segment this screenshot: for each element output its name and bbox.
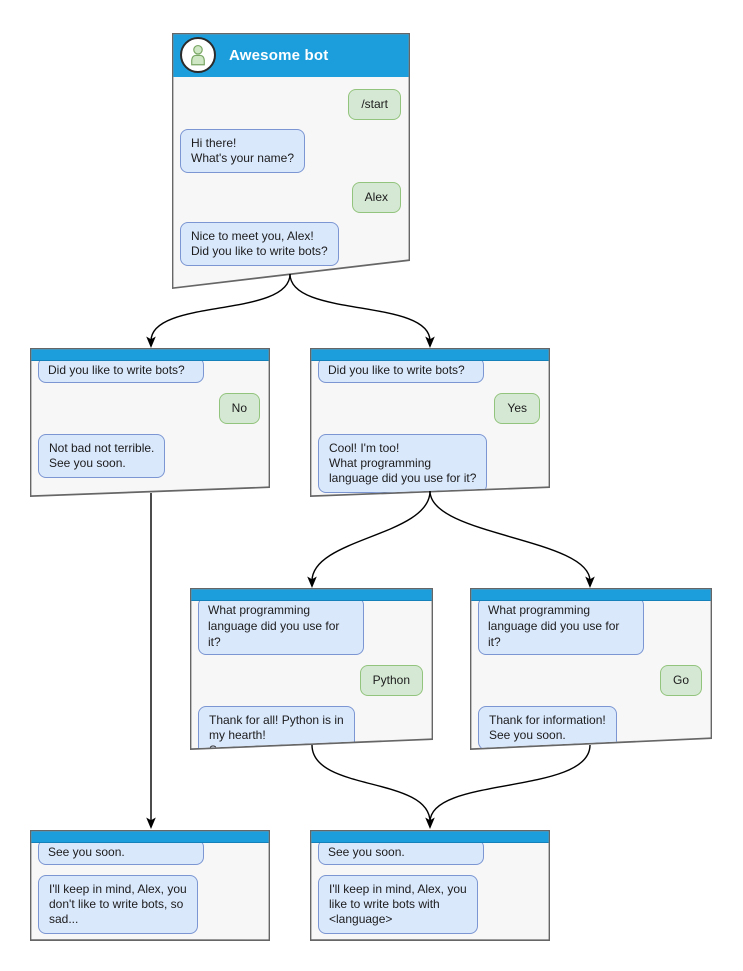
chat-header bbox=[310, 830, 550, 843]
bot-message-bubble: Did you like to write bots? bbox=[318, 357, 484, 383]
chat-node-branch-no: Did you like to write bots? No Not bad n… bbox=[30, 348, 270, 497]
bot-avatar-icon bbox=[180, 37, 216, 73]
user-message-bubble: Yes bbox=[494, 393, 540, 424]
chat-header bbox=[190, 588, 433, 601]
user-message-bubble: Alex bbox=[352, 182, 401, 213]
edge-start-to-yes bbox=[289, 273, 431, 342]
chat-title: Awesome bot bbox=[229, 46, 329, 64]
bot-message-bubble: What programming language did you use fo… bbox=[478, 597, 644, 655]
bot-message-bubble: Hi there! What's your name? bbox=[180, 129, 305, 173]
chat-node-lang-python: What programming language did you use fo… bbox=[190, 588, 433, 750]
chat-node-branch-yes: Did you like to write bots? Yes Cool! I'… bbox=[310, 348, 550, 497]
user-message-bubble: No bbox=[219, 393, 260, 424]
edge-start-to-no bbox=[150, 273, 291, 342]
bot-message-bubble: I'll keep in mind, Alex, you like to wri… bbox=[318, 875, 478, 934]
edge-yes-to-go bbox=[429, 490, 591, 582]
chat-header bbox=[30, 348, 270, 361]
bot-message-bubble: Did you like to write bots? bbox=[38, 357, 204, 383]
bot-message-bubble: Nice to meet you, Alex! Did you like to … bbox=[180, 222, 339, 266]
chat-header bbox=[30, 830, 270, 843]
edge-yes-to-python bbox=[311, 490, 431, 582]
bot-message-bubble: Thank for all! Python is in my hearth! S… bbox=[198, 706, 355, 765]
bot-message-bubble: Not bad not terrible. See you soon. bbox=[38, 434, 165, 478]
edge-python-to-end bbox=[311, 744, 431, 823]
chat-header bbox=[470, 588, 712, 601]
user-message-bubble: Python bbox=[360, 665, 423, 696]
bot-message-bubble: See you soon. bbox=[38, 839, 204, 865]
bot-message-bubble: I'll keep in mind, Alex, you don't like … bbox=[38, 875, 198, 934]
bot-message-bubble: Thank for information! See you soon. bbox=[478, 706, 617, 750]
bot-message-bubble: What programming language did you use fo… bbox=[198, 597, 364, 655]
bot-message-bubble: See you soon. bbox=[318, 839, 484, 865]
chat-header bbox=[310, 348, 550, 361]
chat-header: Awesome bot bbox=[172, 33, 410, 77]
chat-node-start: Awesome bot /start Hi there! What's your… bbox=[172, 33, 410, 289]
chat-node-end-yes: See you soon. I'll keep in mind, Alex, y… bbox=[310, 830, 550, 941]
user-message-bubble: Go bbox=[660, 665, 702, 696]
chat-node-end-no: See you soon. I'll keep in mind, Alex, y… bbox=[30, 830, 270, 941]
chat-node-lang-go: What programming language did you use fo… bbox=[470, 588, 712, 750]
bot-message-bubble: Cool! I'm too! What programming language… bbox=[318, 434, 487, 493]
edge-go-to-end bbox=[429, 744, 591, 823]
user-message-bubble: /start bbox=[348, 89, 401, 120]
